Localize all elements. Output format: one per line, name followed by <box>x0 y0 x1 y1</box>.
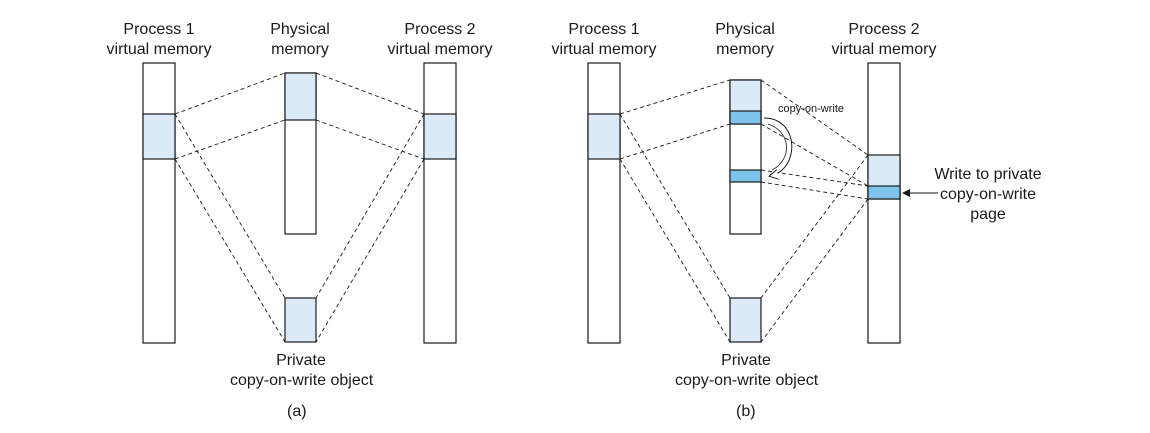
physical-label-a: Physical memory <box>270 21 330 58</box>
cow-object-a <box>284 297 317 343</box>
process1-region-b <box>587 113 621 160</box>
copy-on-write-arrow <box>763 117 793 176</box>
physical-region-a <box>284 72 317 121</box>
process2-label-b: Process 2 virtual memory <box>831 21 937 58</box>
process1-label-a: Process 1 virtual memory <box>106 21 212 58</box>
process2-label-a: Process 2 virtual memory <box>387 21 493 58</box>
physical-original-page-b <box>729 110 762 125</box>
process1-memory-bar-a <box>142 62 176 344</box>
caption-a: (a) <box>287 403 307 420</box>
process2-memory-bar-a <box>423 62 457 344</box>
mapping-lines-a <box>174 72 425 343</box>
panel-b <box>587 62 938 344</box>
process1-label-b: Process 1 virtual memory <box>551 21 657 58</box>
object-label-b: Private copy-on-write object <box>675 352 819 389</box>
physical-copied-page-b <box>729 169 762 183</box>
mapping-lines-b <box>619 79 869 343</box>
process1-memory-bar-b <box>587 62 621 344</box>
cow-object-b <box>729 297 762 343</box>
physical-label-b: Physical memory <box>715 21 775 58</box>
write-annotation-label: Write to private copy-on-write page <box>934 166 1042 223</box>
object-label-a: Private copy-on-write object <box>230 352 374 389</box>
process1-region-a <box>142 113 176 160</box>
panel-a <box>142 62 457 344</box>
copy-on-write-label: copy-on-write <box>778 103 845 115</box>
caption-b: (b) <box>736 403 756 420</box>
process2-region-a <box>423 113 457 160</box>
process2-written-page-b <box>867 185 901 200</box>
process2-memory-bar-b <box>867 62 901 344</box>
